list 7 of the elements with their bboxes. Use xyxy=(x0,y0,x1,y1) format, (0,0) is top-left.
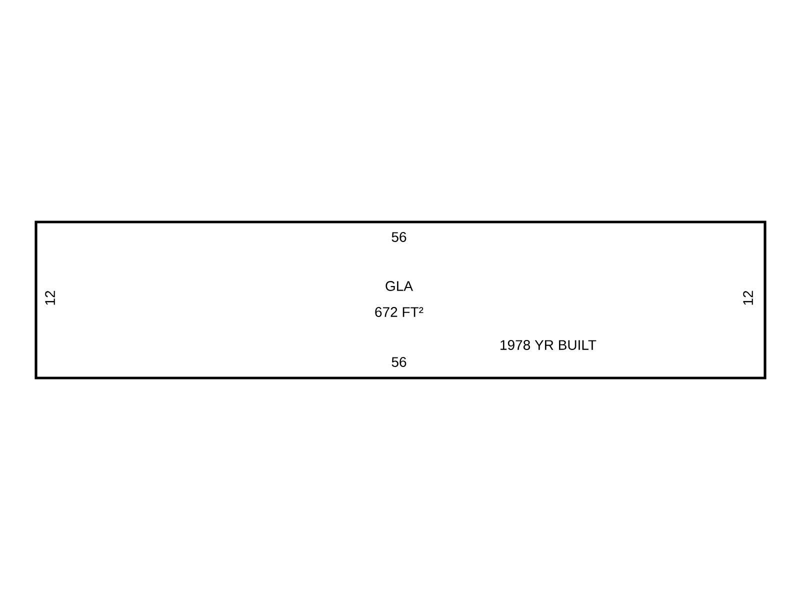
dimension-label: 12 xyxy=(45,290,55,305)
area-value: 672 FT² xyxy=(375,307,424,317)
area-name: GLA xyxy=(386,281,413,291)
dimension-label: 12 xyxy=(743,290,753,305)
dimension-label: 56 xyxy=(392,232,406,242)
year-built-note: 1978 YR BUILT xyxy=(500,340,596,350)
dimension-label: 56 xyxy=(392,357,406,367)
